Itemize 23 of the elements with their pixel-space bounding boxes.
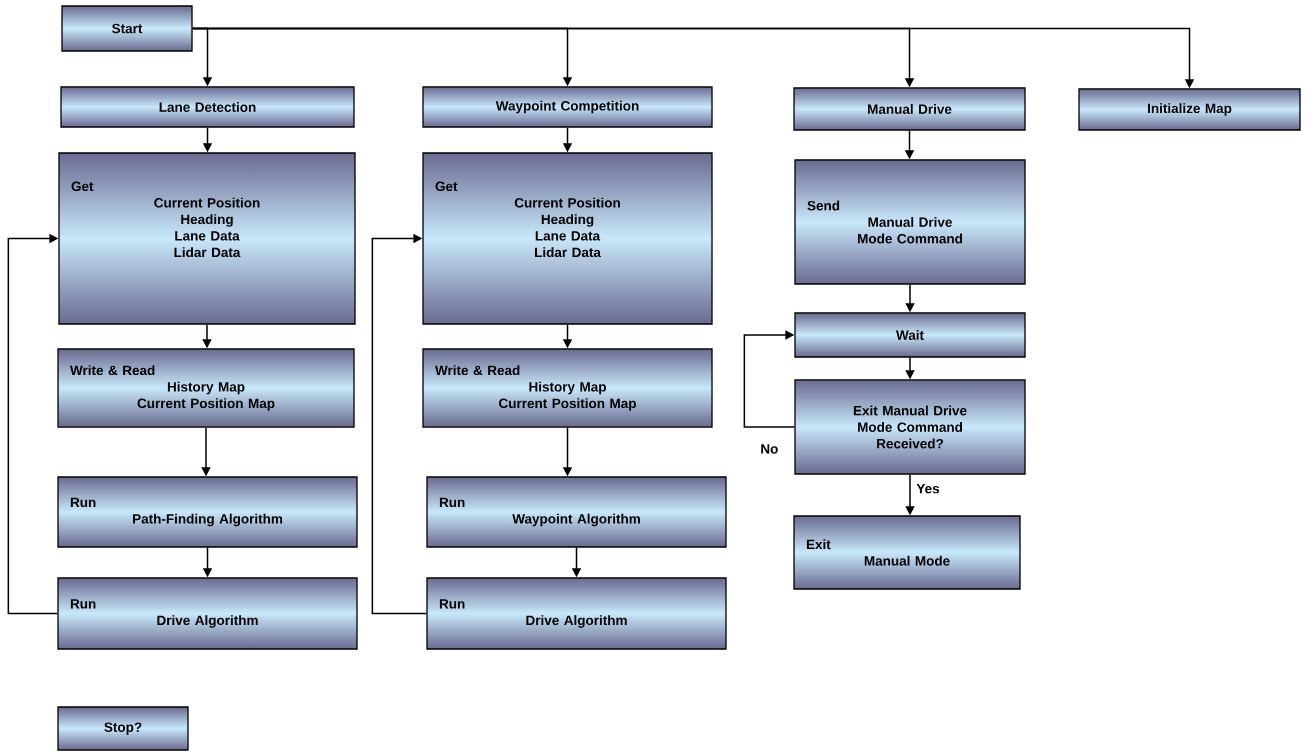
process-box: Run Waypoint Algorithm (426, 476, 727, 548)
edge-label: Yes (915, 482, 941, 495)
process-box: Exit Manual Mode (793, 515, 1021, 590)
arrow (371, 233, 428, 615)
process-box: Get Current Position Heading Lane Data Lidar Data (422, 152, 713, 325)
process-box: Manual Drive (793, 87, 1026, 131)
process-box: Wait (794, 312, 1026, 358)
process-box: Initialize Map (1078, 88, 1301, 131)
arrow (743, 330, 796, 428)
process-box: Write & Read History Map Current Position Map (422, 348, 713, 428)
arrow (7, 233, 59, 615)
process-box: Get Current Position Heading Lane Data Lidar Data (58, 152, 356, 325)
process-box: Run Drive Algorithm (426, 577, 727, 650)
process-box: Run Path-Finding Algorithm (57, 476, 358, 548)
process-box: Send Manual Drive Mode Command (794, 159, 1026, 285)
process-box: Run Drive Algorithm (57, 577, 358, 650)
decision-box: Exit Manual Drive Mode Command Received? (794, 379, 1026, 475)
process-box: Lane Detection (60, 86, 355, 128)
terminal-box: Start (61, 5, 193, 52)
terminal-box: Stop? (57, 706, 189, 751)
process-box: Write & Read History Map Current Position Map (57, 348, 355, 428)
edge-label: No (759, 443, 780, 455)
process-box: Waypoint Competition (422, 86, 713, 128)
